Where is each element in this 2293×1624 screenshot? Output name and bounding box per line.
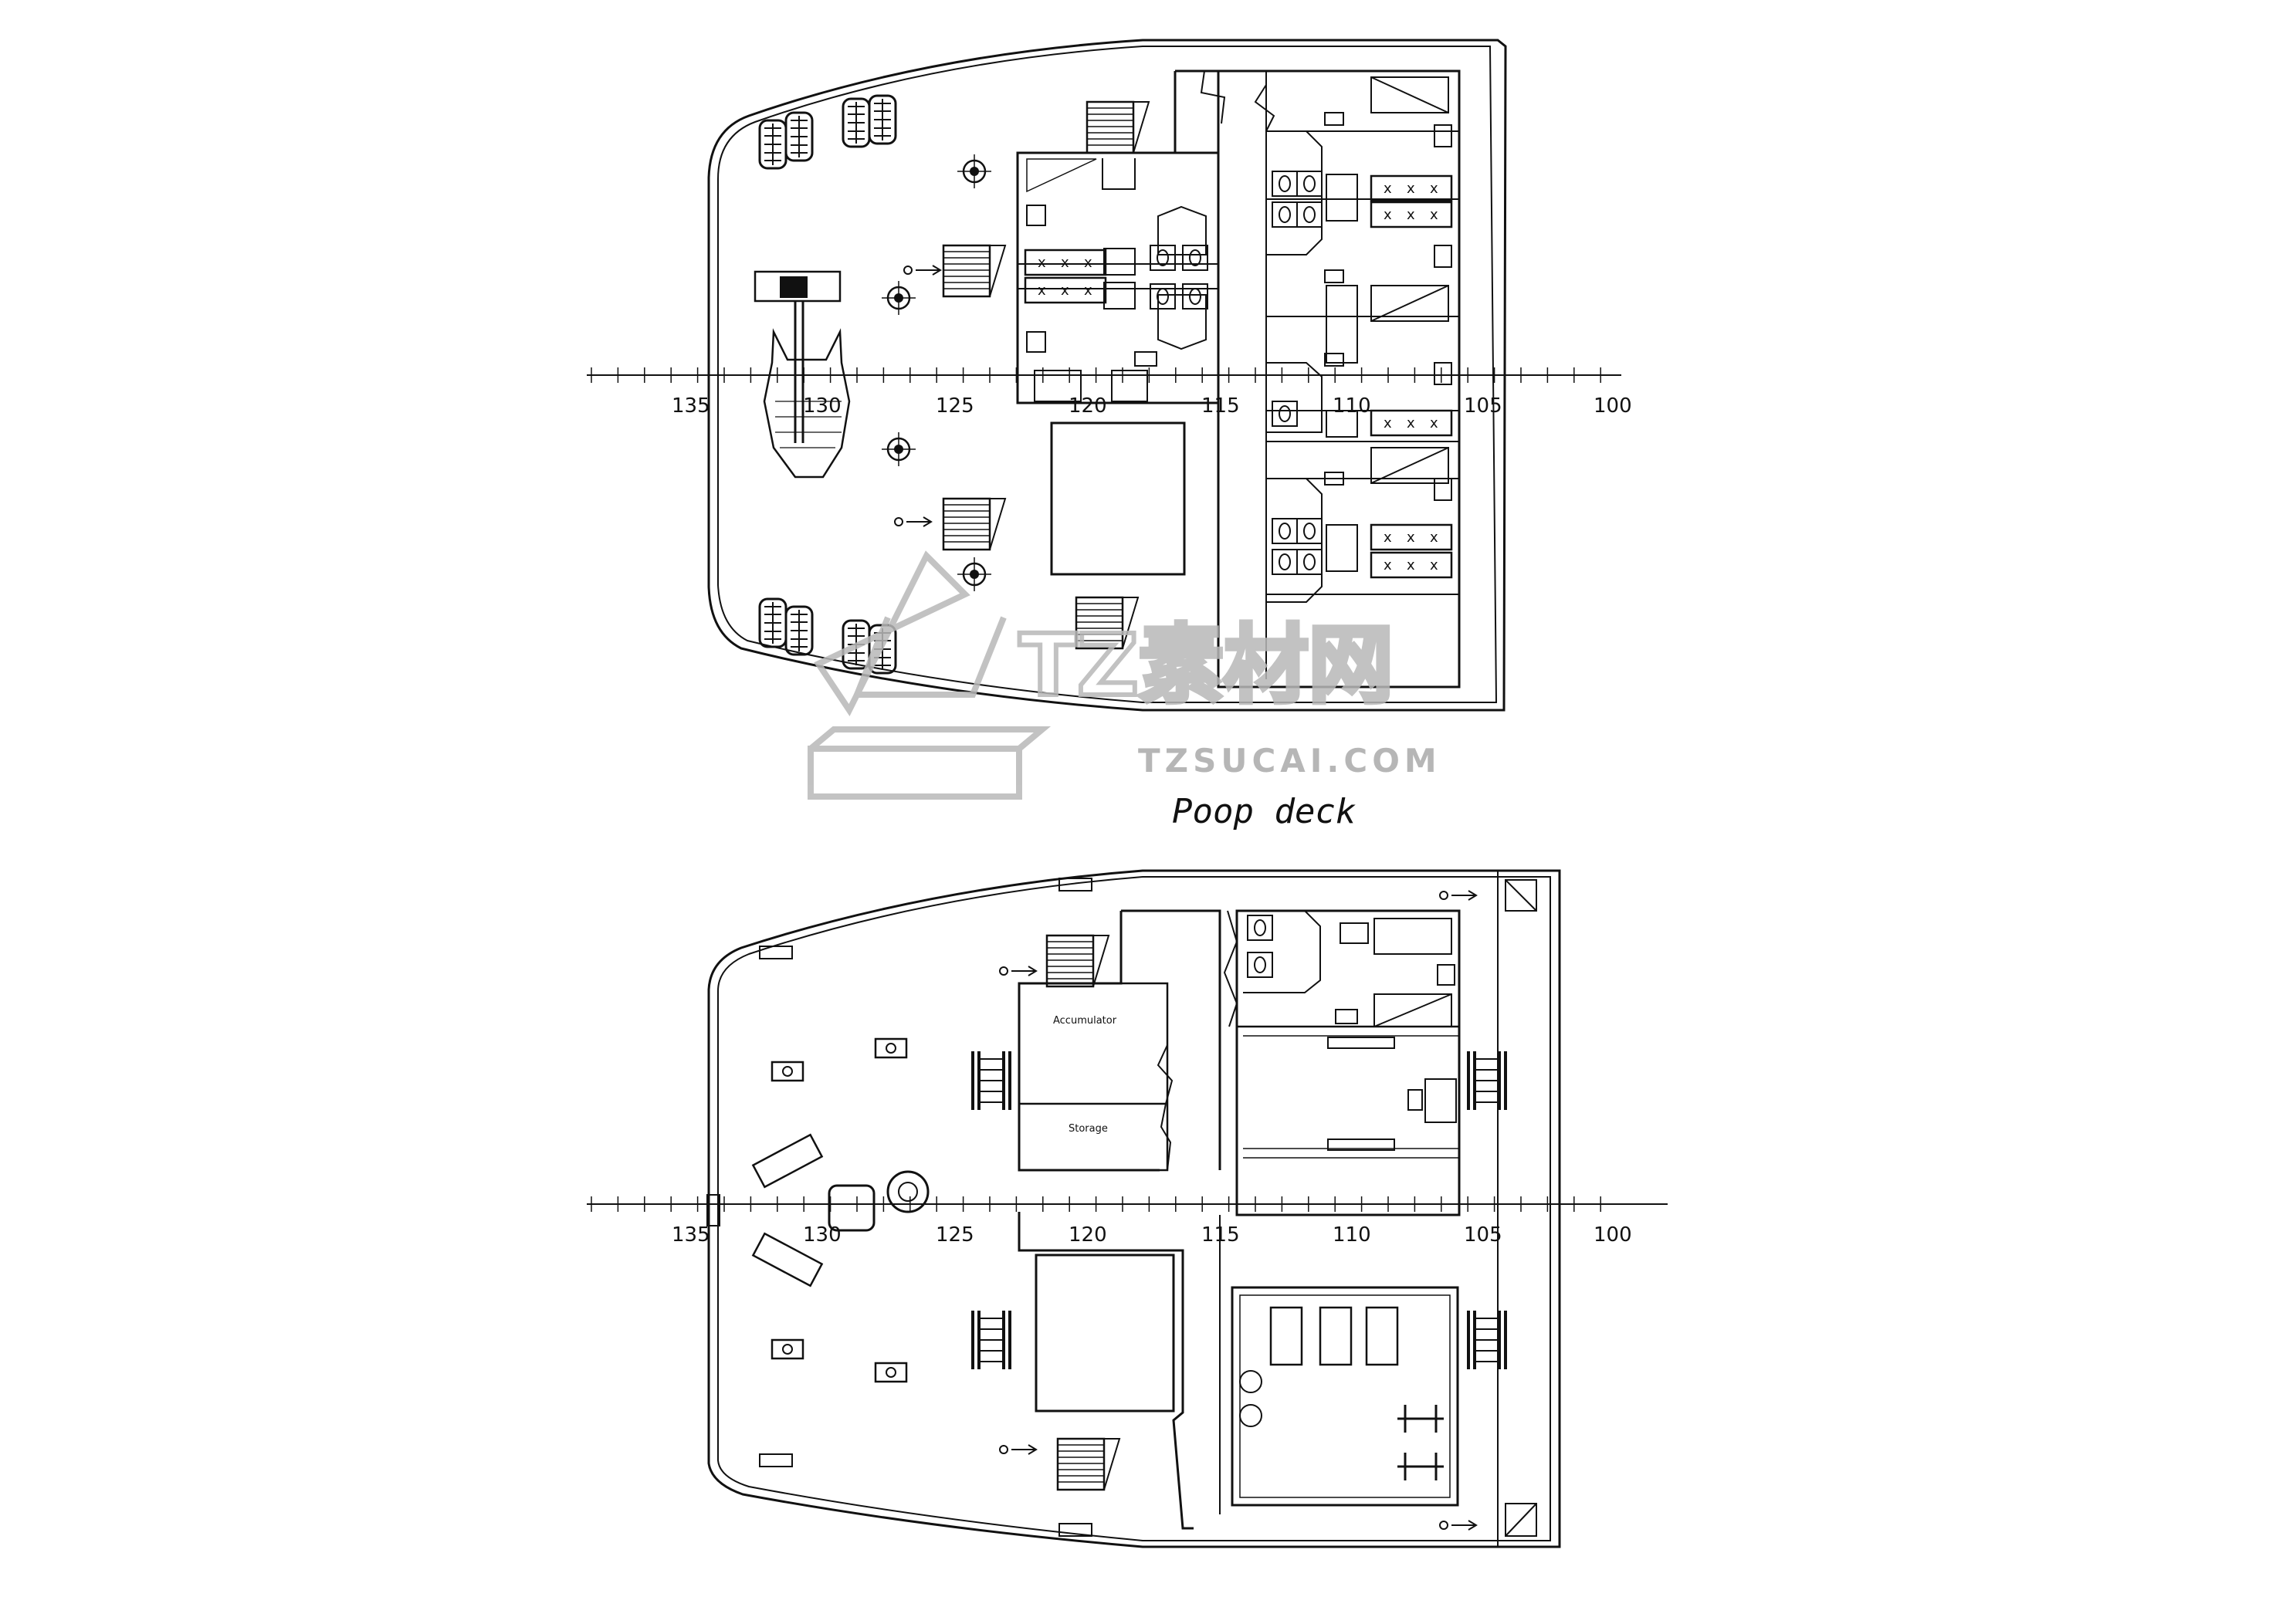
watermark-logo bbox=[808, 550, 1052, 800]
frame-label-130: 130 bbox=[803, 1223, 842, 1247]
frame-tick-marks bbox=[591, 367, 1601, 383]
frame-label-130: 130 bbox=[803, 394, 842, 418]
drawing-title: Poop deck bbox=[1172, 792, 1356, 831]
watermark: TZ素材网 TZSUCAI.COM bbox=[808, 550, 1441, 800]
frame-labels-upper: 135 130 125 120 115 110 105 100 bbox=[672, 394, 1632, 418]
room-label-storage: Storage bbox=[1069, 1123, 1108, 1135]
frame-label-105: 105 bbox=[1464, 394, 1502, 418]
frame-tick-marks bbox=[591, 1196, 1601, 1212]
frame-label-115: 115 bbox=[1201, 1223, 1240, 1247]
frame-label-120: 120 bbox=[1069, 394, 1107, 418]
frame-label-120: 120 bbox=[1069, 1223, 1107, 1247]
watermark-brand: TZ素材网 bbox=[1019, 616, 1394, 715]
frame-label-100: 100 bbox=[1594, 394, 1632, 418]
watermark-url: TZSUCAI.COM bbox=[1138, 742, 1441, 780]
frame-label-135: 135 bbox=[672, 394, 710, 418]
frame-label-105: 105 bbox=[1464, 1223, 1502, 1247]
main-deck-plan: Accumulator Storage bbox=[587, 869, 1668, 1548]
frame-label-100: 100 bbox=[1594, 1223, 1632, 1247]
poop-deck-plan: 135 130 125 120 115 110 105 100 Poop dec… bbox=[587, 39, 1632, 831]
room-label-accumulator: Accumulator bbox=[1053, 1015, 1117, 1027]
frame-label-115: 115 bbox=[1201, 394, 1240, 418]
frame-labels-lower: 135 130 125 120 115 110 105 100 bbox=[672, 1223, 1632, 1247]
frame-label-125: 125 bbox=[936, 1223, 974, 1247]
frame-label-110: 110 bbox=[1333, 394, 1371, 418]
frame-label-110: 110 bbox=[1333, 1223, 1371, 1247]
frame-label-135: 135 bbox=[672, 1223, 710, 1247]
frame-label-125: 125 bbox=[936, 394, 974, 418]
